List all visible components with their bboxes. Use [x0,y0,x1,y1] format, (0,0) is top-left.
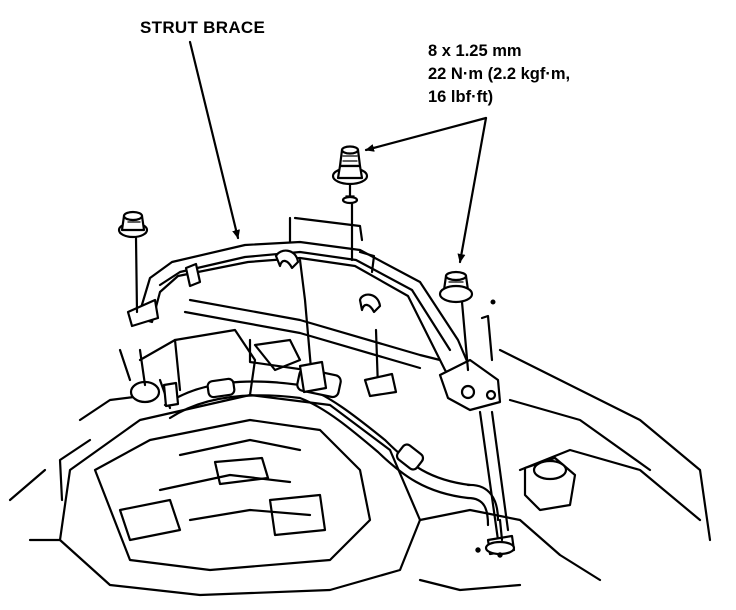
detail-dot [497,552,503,558]
fastener-spec-label: 8 x 1.25 mm 22 N·m (2.2 kgf·m, 16 lbf·ft… [428,40,570,109]
left-bolt [117,210,180,410]
strut-brace-label: STRUT BRACE [140,18,266,37]
detail-dot [490,299,496,305]
bolt-size-text: 8 x 1.25 mm [428,42,522,60]
strut-brace [126,240,502,412]
torque-lbf-text: 16 lbf·ft) [428,88,494,106]
strut-brace-leader-arrow [188,40,240,240]
torque-nm-text: 22 N·m (2.2 kgf·m, [428,65,571,83]
right-bolt-leader-arrow [457,116,488,264]
center-bolt [298,145,398,398]
leader-arrows [188,40,488,264]
right-bolt [438,270,516,556]
center-bolt-leader-arrow [364,116,488,152]
engine-manifold [8,328,712,597]
detail-dot [475,547,481,553]
